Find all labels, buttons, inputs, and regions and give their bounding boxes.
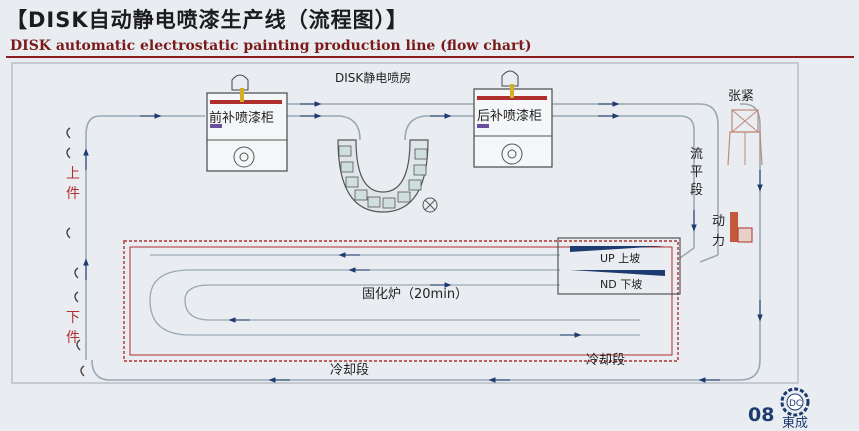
down-slope-label: ND 下坡 bbox=[600, 278, 642, 291]
svg-text:流: 流 bbox=[690, 147, 703, 162]
tension-station: 张紧 bbox=[727, 89, 763, 166]
svg-text:下: 下 bbox=[66, 310, 80, 326]
curing-oven: UP 上坡 ND 下坡 固化炉（20min） bbox=[123, 237, 681, 362]
loading-station: 上 件 bbox=[66, 127, 80, 239]
diagram-frame bbox=[11, 62, 799, 384]
flow-arrows bbox=[83, 101, 763, 383]
svg-text:段: 段 bbox=[690, 183, 703, 198]
company-logo: DC bbox=[780, 387, 810, 417]
oven-label: 固化炉（20min） bbox=[362, 287, 468, 302]
front-touchup-cabinet: 前补喷漆柜 bbox=[206, 74, 288, 172]
up-slope-label: UP 上坡 bbox=[600, 252, 640, 265]
page-number: 08 bbox=[748, 404, 775, 426]
svg-text:动: 动 bbox=[712, 214, 725, 229]
svg-text:件: 件 bbox=[66, 330, 80, 346]
robot-arm-icon bbox=[231, 74, 249, 91]
svg-text:平: 平 bbox=[690, 165, 703, 180]
svg-text:上: 上 bbox=[66, 166, 80, 182]
rear-cabinet-label: 后补喷漆柜 bbox=[477, 108, 542, 124]
cooling-label-right: 冷却段 bbox=[586, 353, 625, 368]
title-underline bbox=[6, 56, 854, 58]
robot-arm-icon bbox=[501, 70, 519, 87]
tension-label: 张紧 bbox=[728, 89, 754, 104]
svg-text:力: 力 bbox=[712, 234, 725, 249]
booth-label: DISK静电喷房 bbox=[335, 70, 411, 85]
power-station: 动 力 bbox=[712, 212, 753, 249]
disk-booth bbox=[337, 139, 438, 213]
cooling-label-left: 冷却段 bbox=[330, 363, 369, 378]
rear-touchup-cabinet: 后补喷漆柜 bbox=[473, 70, 553, 168]
front-cabinet-label: 前补喷漆柜 bbox=[209, 110, 274, 126]
unloading-station: 下 件 bbox=[66, 267, 85, 377]
leveling-section-label: 流 平 段 bbox=[690, 147, 703, 198]
company-name: 東成 bbox=[782, 416, 809, 431]
svg-text:DC: DC bbox=[789, 399, 802, 409]
page-title: 【DISK自动静电喷漆生产线（流程图）】 bbox=[6, 8, 409, 32]
page-subtitle: DISK automatic electrostatic painting pr… bbox=[10, 38, 532, 54]
svg-text:件: 件 bbox=[66, 186, 80, 202]
